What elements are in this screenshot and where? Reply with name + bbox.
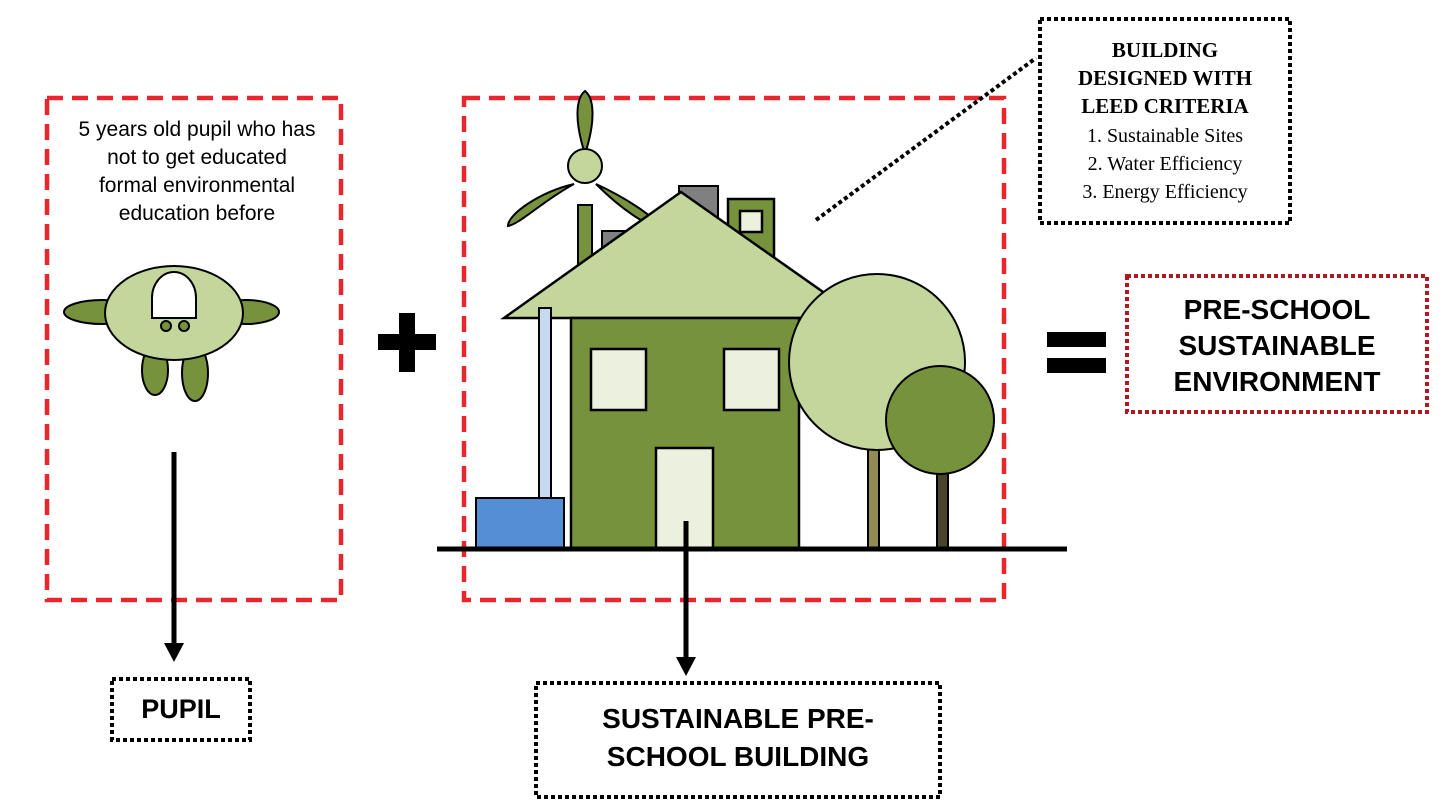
house-icon (500, 190, 864, 551)
leed-criterion: 1. Sustainable Sites (1086, 125, 1244, 147)
pupil-description-line: not to get educated (107, 146, 287, 169)
leed-criterion: 3. Energy Efficiency (1082, 181, 1248, 203)
result-label-line: PRE-SCHOOL (1183, 294, 1371, 325)
leed-connector (814, 56, 1038, 222)
result-label: PRE-SCHOOL SUSTAINABLE ENVIRONMENT (1127, 292, 1427, 400)
building-label-line: SUSTAINABLE PRE- (602, 703, 874, 734)
pupil-description-line: education before (118, 202, 276, 225)
building-arrowhead (676, 657, 696, 676)
leed-title-line: LEED CRITERIA (1081, 94, 1249, 118)
building-frame (461, 95, 1007, 603)
pupil-description: 5 years old pupil who has not to get edu… (52, 116, 342, 228)
equals-sign (1047, 332, 1106, 373)
leed-criteria-list: 1. Sustainable Sites 2. Water Efficiency… (1040, 122, 1290, 206)
result-label-line: ENVIRONMENT (1173, 366, 1381, 397)
pupil-label: PUPIL (141, 694, 221, 724)
pupil-figure-icon (63, 265, 280, 402)
leed-criterion: 2. Water Efficiency (1087, 153, 1243, 175)
leed-title-line: DESIGNED WITH (1077, 66, 1253, 90)
tree-icon (788, 273, 995, 551)
building-label-line: SCHOOL BUILDING (606, 741, 870, 772)
pupil-description-line: 5 years old pupil who has (78, 118, 316, 141)
wind-turbine-icon (506, 89, 662, 276)
pupil-description-line: formal environmental (98, 174, 296, 197)
pupil-arrowhead (164, 643, 184, 662)
pupil-label-frame (110, 677, 252, 742)
leed-callout-frame (1038, 17, 1292, 225)
building-label: SUSTAINABLE PRE- SCHOOL BUILDING (536, 700, 940, 776)
result-frame (1125, 274, 1429, 414)
water-tank-icon (475, 307, 565, 549)
leed-title-line: BUILDING (1111, 38, 1219, 62)
pupil-frame (44, 95, 344, 603)
leed-title: BUILDING DESIGNED WITH LEED CRITERIA (1040, 36, 1290, 120)
plus-sign (378, 313, 436, 372)
result-label-line: SUSTAINABLE (1178, 330, 1376, 361)
